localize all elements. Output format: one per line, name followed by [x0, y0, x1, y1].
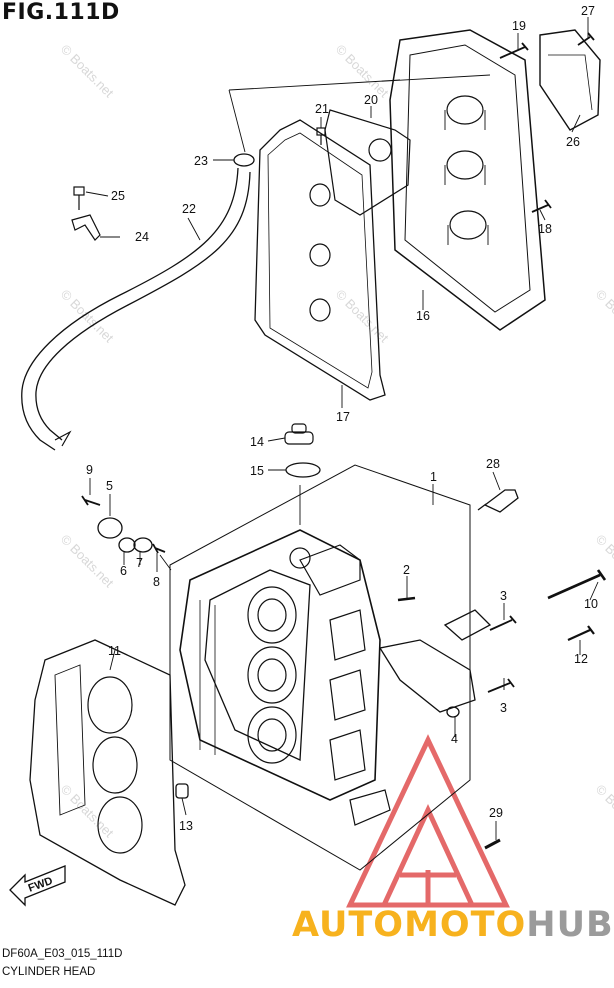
spark-plug [477, 489, 519, 513]
part-label: 20 [364, 93, 378, 107]
part-label: 10 [584, 597, 598, 611]
part-label: 9 [86, 463, 93, 477]
bolt-18 [531, 199, 552, 213]
bolt-19 [499, 42, 529, 59]
part-label: 2 [403, 563, 410, 577]
part-label: 29 [489, 806, 503, 820]
figure-code: DF60A_E03_015_111D [2, 948, 123, 960]
watermarks: © Boats.net © Boats.net © Boats.net © Bo… [58, 42, 614, 841]
part-label: 1 [430, 470, 437, 484]
watermark-text: © Boats.net [58, 782, 117, 841]
part-label: 7 [136, 556, 143, 570]
bracket-upper [443, 609, 492, 641]
part-label: 11 [108, 644, 121, 658]
part-label: 19 [512, 19, 526, 33]
part-label: 6 [120, 564, 127, 578]
brand-part-hub: HUB [526, 905, 614, 945]
cover-gasket [254, 119, 386, 401]
cylinder-head [169, 464, 471, 871]
brand-logo [346, 734, 510, 908]
dowel-4 [446, 706, 460, 718]
part-label: 28 [486, 457, 500, 471]
part-label: 17 [336, 410, 350, 424]
cap-5 [97, 517, 123, 539]
part-label: 3 [500, 701, 507, 715]
part-label: 25 [111, 189, 125, 203]
dowel-13 [175, 783, 189, 799]
part-label: 13 [179, 819, 193, 833]
artwork [9, 17, 607, 907]
oil-filler-cap [284, 423, 314, 445]
bolt-21 [316, 127, 326, 145]
bolt-25 [73, 186, 85, 210]
bolt-8 [152, 543, 166, 554]
fwd-arrow [9, 865, 66, 907]
brand-part-moto: MOTO [404, 905, 527, 945]
bolt-27 [577, 32, 595, 46]
watermark-text: © Boats.net [58, 42, 117, 101]
figure-caption: CYLINDER HEAD [2, 966, 96, 978]
part-label: 14 [250, 435, 264, 449]
watermark-text: © Boats.net [593, 287, 614, 346]
cover-plate [539, 29, 601, 131]
o-ring-15 [285, 462, 321, 478]
bolt-10 [547, 569, 607, 600]
part-label: 23 [194, 154, 208, 168]
brand-wordmark: AUTOMOTOHUB [292, 905, 614, 945]
watermark-text: © Boats.net [333, 287, 392, 346]
cylinder-head-cover [389, 29, 546, 331]
plug-7 [133, 537, 153, 553]
watermark-text: © Boats.net [333, 42, 392, 101]
part-label: 21 [315, 102, 329, 116]
part-label: 26 [566, 135, 580, 149]
head-gasket [29, 639, 186, 906]
ring-6 [118, 537, 136, 553]
figure-title: FIG.111D [2, 0, 120, 25]
part-label: 3 [500, 589, 507, 603]
pin-29 [484, 838, 501, 850]
bolt-3-upper [489, 615, 517, 631]
part-label: 16 [416, 309, 430, 323]
hose-clamp [233, 153, 255, 167]
breather-hose [21, 167, 251, 451]
watermark-text: © Boats.net [58, 532, 117, 591]
bolt-12 [567, 625, 595, 642]
watermark-text: © Boats.net [593, 782, 614, 841]
part-label: 15 [250, 464, 264, 478]
part-label: 22 [182, 202, 196, 216]
leader-lines [85, 17, 599, 840]
part-label: 5 [106, 479, 113, 493]
brand-part-auto: AUTO [292, 905, 405, 945]
part-label: 12 [574, 652, 588, 666]
bolt-3-lower [487, 678, 515, 693]
part-label: 24 [135, 230, 149, 244]
part-label: 8 [153, 575, 160, 589]
plate-20 [324, 109, 411, 216]
part-label: 27 [581, 4, 595, 18]
watermark-text: © Boats.net [593, 532, 614, 591]
part-labels: 1 2 3 3 4 5 6 7 8 9 10 11 12 13 14 15 16… [27, 4, 598, 895]
bracket-lower [378, 639, 476, 713]
pin-2 [397, 596, 416, 602]
part-label: 18 [538, 222, 552, 236]
part-label: 4 [451, 732, 458, 746]
bolt-9 [81, 495, 101, 506]
hose-clip [71, 214, 101, 241]
